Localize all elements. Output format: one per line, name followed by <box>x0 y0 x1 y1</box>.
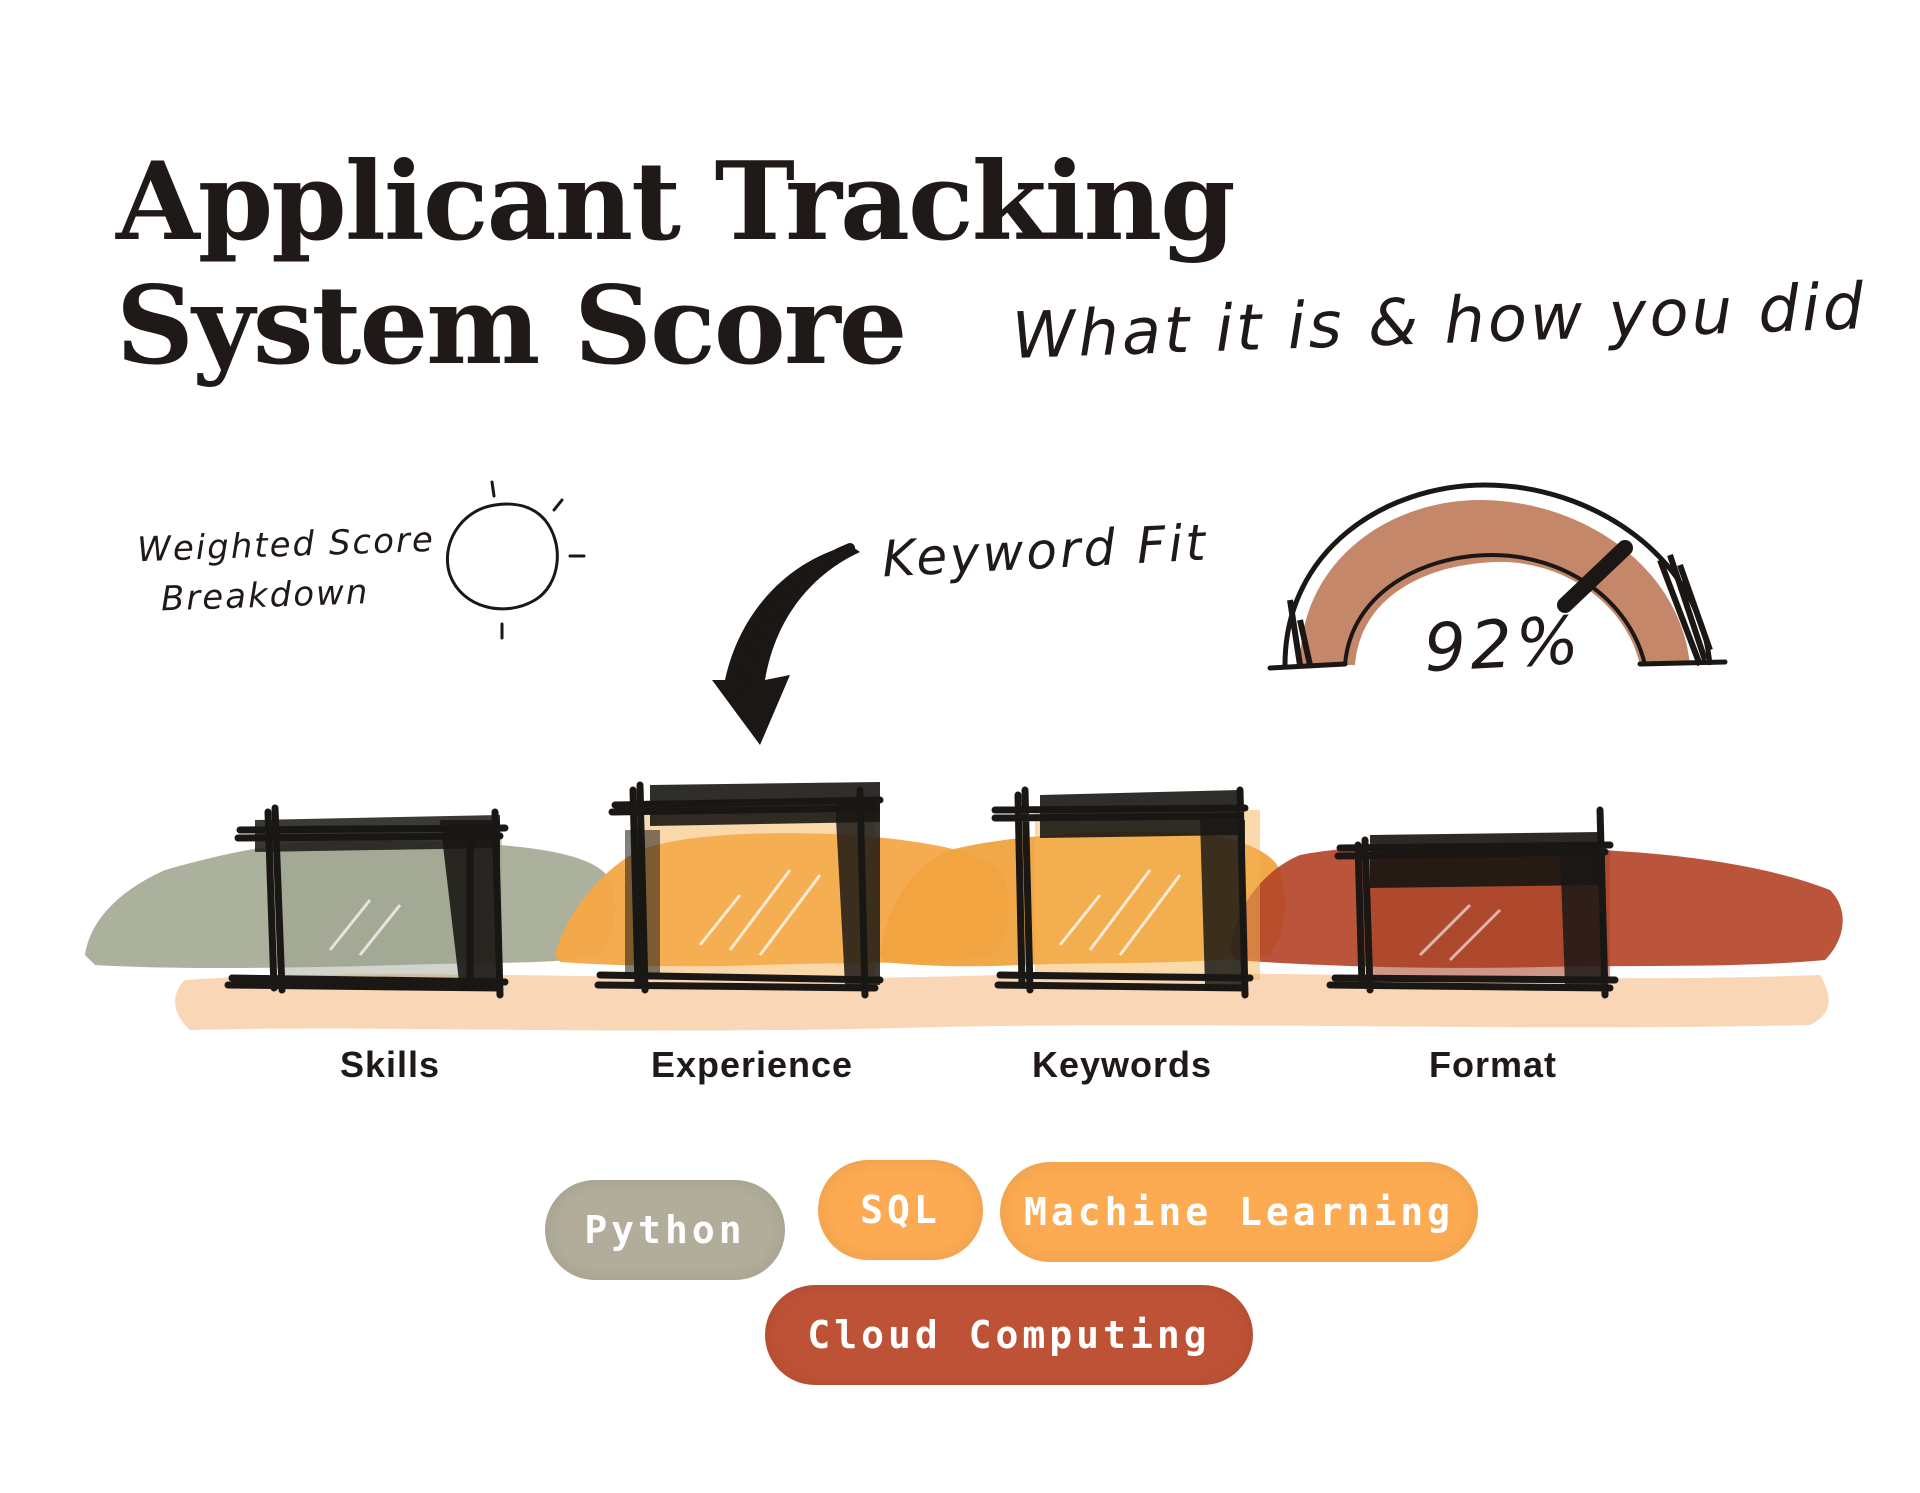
frame-format <box>1326 806 1619 999</box>
title-line-1: Applicant Tracking <box>116 139 1236 265</box>
weighted-line-2: Breakdown <box>160 572 371 620</box>
gauge-needle <box>1557 540 1633 613</box>
frame-skills <box>224 804 509 999</box>
gauge-value: 92% <box>1422 601 1585 688</box>
tag-sql: SQL <box>818 1160 983 1260</box>
title-line-2: System Score <box>116 263 907 389</box>
gauge-baseline <box>1267 659 1728 671</box>
sun-icon <box>445 480 586 640</box>
tag-cloud-computing: Cloud Computing <box>765 1285 1253 1385</box>
weighted-line-1: Weighted Score <box>136 519 436 571</box>
gauge-arc-fill <box>1300 500 1690 665</box>
category-label-keywords: Keywords <box>1031 1044 1213 1085</box>
category-label-format: Format <box>1428 1044 1557 1085</box>
frame-experience <box>594 781 884 999</box>
gauge <box>1267 482 1728 671</box>
category-label-experience: Experience <box>650 1044 854 1085</box>
category-label-skills: Skills <box>339 1044 441 1085</box>
weighted-score-note: Weighted Score Breakdown <box>136 515 437 625</box>
page-title: Applicant Tracking System Score <box>116 139 1236 389</box>
curved-arrow-icon <box>712 543 860 745</box>
tag-machine-learning: Machine Learning <box>1000 1162 1478 1262</box>
frame-keywords <box>991 786 1260 999</box>
tag-python: Python <box>545 1180 785 1280</box>
